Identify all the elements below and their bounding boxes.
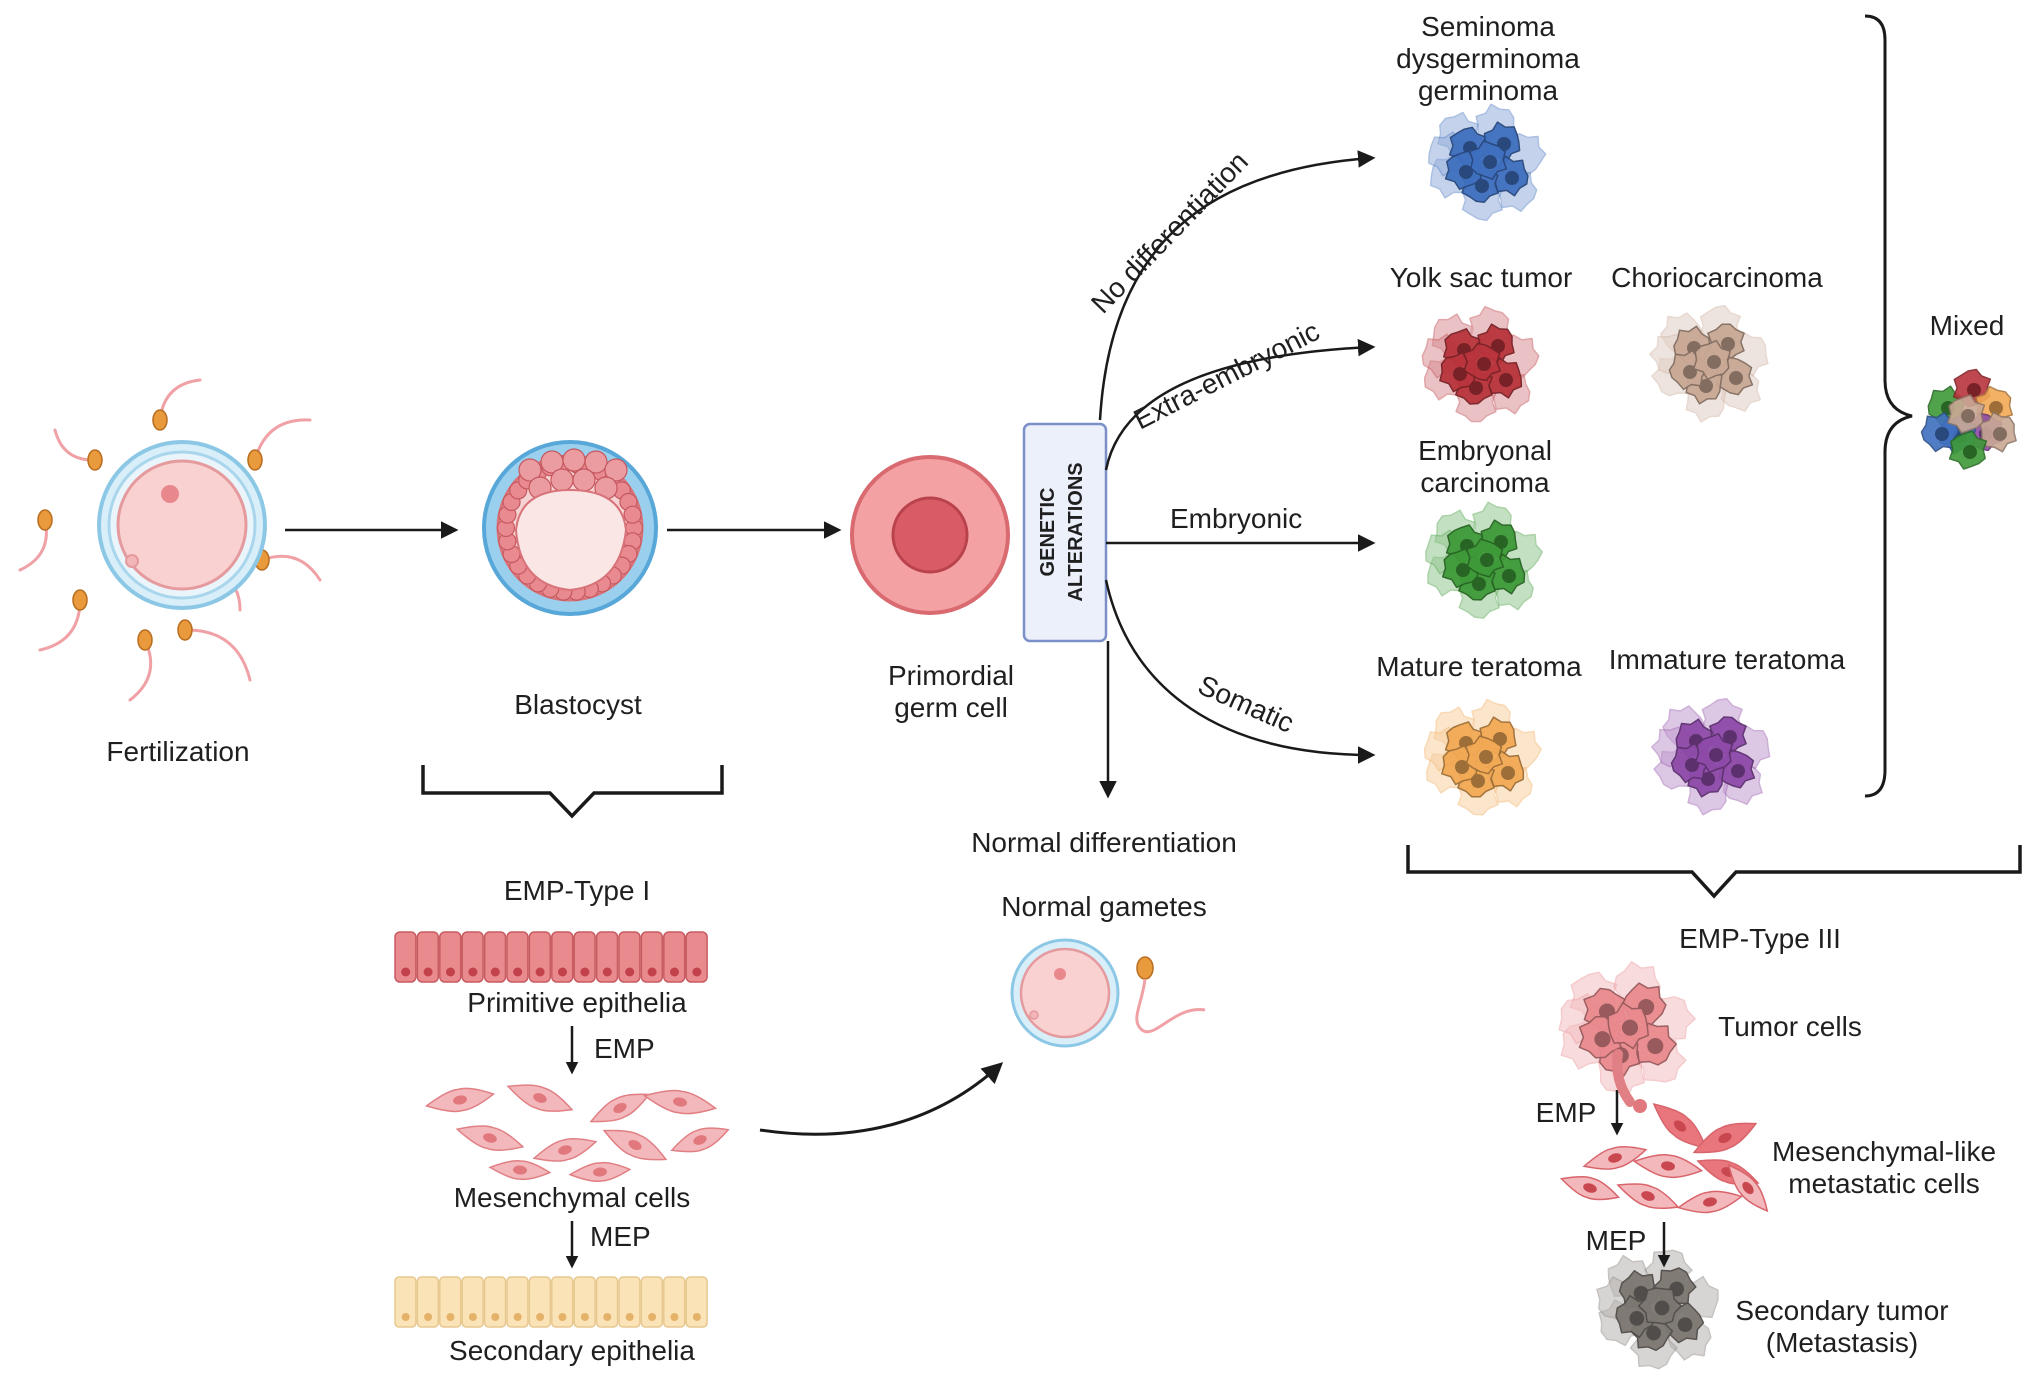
fertilization-illustration xyxy=(18,378,322,702)
arrow-somatic xyxy=(1104,579,1376,764)
normal-differentiation-label: Normal differentiation xyxy=(971,827,1237,858)
secondary-tumor-label-line2: (Metastasis) xyxy=(1766,1327,1918,1358)
tumor-cluster-icon-yolk-sac xyxy=(1421,305,1540,423)
mesenchymal-cell-icon xyxy=(424,1084,730,1183)
primordial-label-line2: germ cell xyxy=(894,692,1008,723)
emp3-mep-label: MEP xyxy=(1586,1225,1647,1256)
tumor-cluster-icon-immature-teratoma xyxy=(1651,698,1771,816)
arrow-to-normal-gametes xyxy=(759,1062,1004,1136)
fertilization-label: Fertilization xyxy=(106,736,249,767)
sperm-icon xyxy=(1135,956,1206,1034)
mixed-label: Mixed xyxy=(1930,310,2005,341)
tumor-cluster-icon-seminoma xyxy=(1428,103,1547,222)
secondary-epithelia-label: Secondary epithelia xyxy=(449,1335,695,1366)
primordial-label-line1: Primordial xyxy=(888,660,1014,691)
mesenchymal-like-label-line2: metastatic cells xyxy=(1788,1168,1979,1199)
immature-teratoma-label: Immature teratoma xyxy=(1609,644,1846,675)
emp1-emp-label: EMP xyxy=(594,1033,655,1064)
bracket-icon xyxy=(1406,845,2022,899)
normal-gametes-illustration xyxy=(1010,938,1206,1048)
tumor-cluster-icon-mixed xyxy=(1920,368,2017,470)
genetic-label-line1: GENETIC xyxy=(1037,488,1059,577)
secondary-tumor-label-line1: Secondary tumor xyxy=(1735,1295,1948,1326)
germ-cell-icon xyxy=(850,455,1010,615)
path-label-embryonic: Embryonic xyxy=(1170,503,1302,534)
oocyte-icon xyxy=(97,440,267,610)
emp1-mep-label: MEP xyxy=(590,1221,651,1252)
tumor-cells-label: Tumor cells xyxy=(1718,1011,1862,1042)
emp3-emp-label: EMP xyxy=(1536,1097,1597,1128)
blastocyst-icon xyxy=(482,440,658,616)
mesenchymal-like-label-line1: Mesenchymal-like xyxy=(1772,1136,1996,1167)
path-label-somatic: Somatic xyxy=(1194,669,1299,738)
path-label-no-differentiation: No differentiation xyxy=(1085,146,1254,319)
sperm-icon xyxy=(18,378,322,702)
embryonal-label-line2: carcinoma xyxy=(1420,467,1550,498)
genetic-alterations-box: GENETIC ALTERATIONS xyxy=(1022,422,1108,643)
tumor-cluster-icon-tumor-cells xyxy=(1558,961,1696,1098)
blastocyst-label: Blastocyst xyxy=(514,689,642,720)
mature-teratoma-label: Mature teratoma xyxy=(1376,651,1582,682)
mesenchymal-cells-label: Mesenchymal cells xyxy=(454,1182,691,1213)
mesenchymal-cell-icon xyxy=(1559,1049,1769,1214)
path-label-extra-embryonic: Extra-embryonic xyxy=(1129,315,1325,435)
embryonal-label-line1: Embryonal xyxy=(1418,435,1552,466)
primitive-epithelia-label: Primitive epithelia xyxy=(467,987,687,1018)
genetic-label-line2: ALTERATIONS xyxy=(1065,462,1087,601)
yolk-sac-label: Yolk sac tumor xyxy=(1390,262,1573,293)
emp-type-3-title: EMP-Type III xyxy=(1679,923,1841,954)
epithelium-icon xyxy=(394,931,708,983)
emp-type-1-title: EMP-Type I xyxy=(504,875,650,906)
tumor-cluster-icon-metastasis xyxy=(1596,1249,1719,1370)
seminoma-label-line2: dysgerminoma xyxy=(1396,43,1580,74)
tumor-cluster-icon-choriocarcinoma xyxy=(1649,304,1769,423)
bracket-icon xyxy=(421,765,724,819)
arrow-no-differentiation xyxy=(1098,150,1376,421)
epithelium-icon xyxy=(394,1276,708,1328)
tumor-cluster-icon-mature-teratoma xyxy=(1423,698,1542,816)
choriocarcinoma-label: Choriocarcinoma xyxy=(1611,262,1823,293)
normal-gametes-label: Normal gametes xyxy=(1001,891,1206,922)
arrow-extra-embryonic xyxy=(1104,338,1376,471)
seminoma-label-line3: germinoma xyxy=(1418,75,1558,106)
bracket-icon xyxy=(1864,14,1913,798)
tumor-cluster-icon-embryonal xyxy=(1425,501,1543,619)
seminoma-label-line1: Seminoma xyxy=(1421,11,1555,42)
